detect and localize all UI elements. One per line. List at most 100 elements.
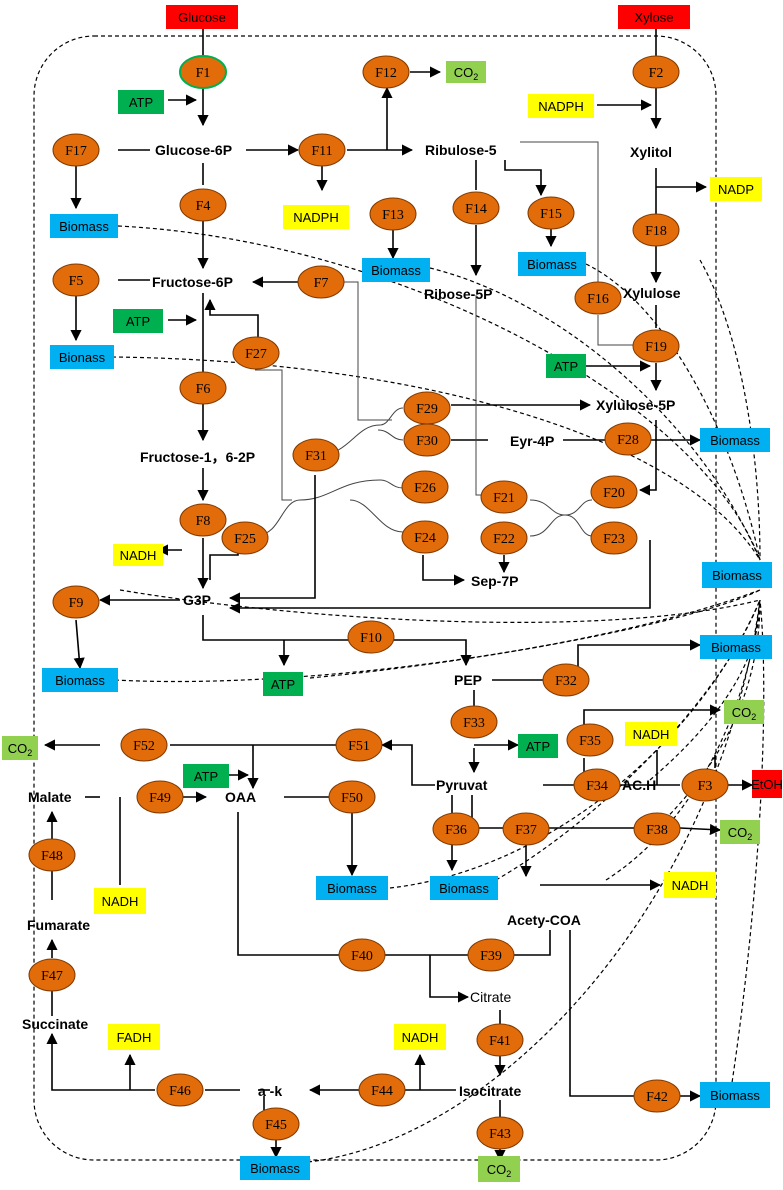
biomass-box-f42-bg [700, 1082, 770, 1108]
flux-f9-node [52, 585, 100, 619]
flux-f43-label: F43 [489, 1127, 511, 1142]
fadh-box-f46-label: FADH [117, 1030, 152, 1045]
co2-box-f52: CO2 [2, 736, 38, 760]
cell-boundary [33, 35, 717, 1161]
flux-f20-node [590, 475, 638, 509]
atp-box-f1: ATP [118, 90, 164, 114]
nadh-box-f3-bg [625, 722, 677, 746]
flux-f6-node [179, 371, 227, 405]
nadh-box-f49: NADH [94, 888, 146, 914]
biomass-box-right: Biomass [702, 562, 772, 588]
flux-f18-label: F18 [645, 224, 667, 239]
nadh-box-f8: NADH [113, 544, 163, 566]
glucose-box: Glucose [166, 5, 238, 29]
etoh-box-label: EtOH [751, 777, 783, 792]
flux-f28-label: F28 [617, 433, 639, 448]
biomass-box-f45-label: Biomass [250, 1161, 300, 1176]
atp-box-f19: ATP [546, 354, 586, 378]
metabolite-xylitol: Xylitol [630, 144, 672, 160]
flux-f40-label: F40 [351, 949, 373, 964]
flux-f48-label: F48 [41, 849, 63, 864]
flux-f11-node [298, 133, 346, 167]
flux-f17: F17 [52, 133, 100, 167]
flux-f5-node [52, 263, 100, 297]
atp-box-f6-label: ATP [126, 314, 150, 329]
flux-f51: F51 [335, 728, 383, 762]
metabolite-ach: AC.H [622, 777, 656, 793]
flux-f27: F27 [232, 336, 280, 370]
etoh-box: EtOH [751, 770, 783, 798]
co2-box-f43-label: CO2 [487, 1162, 512, 1179]
flux-f16-node [574, 281, 622, 315]
flux-f25-label: F25 [234, 532, 256, 547]
co2-box-f52-label: CO2 [8, 741, 33, 758]
atp-box-f1-bg [118, 90, 164, 114]
flux-f39-node [467, 938, 515, 972]
flux-f22: F22 [480, 521, 528, 555]
flux-f30-node [403, 423, 451, 457]
flux-f44: F44 [358, 1073, 406, 1107]
flux-f47-label: F47 [41, 969, 63, 984]
atp-box-f51: ATP [183, 764, 229, 788]
flux-f1: F1 [179, 55, 227, 89]
flux-f10-label: F10 [360, 631, 382, 646]
nadh-box-f3-label: NADH [633, 727, 670, 742]
flux-f50-label: F50 [341, 791, 363, 806]
flux-f2-node [632, 55, 680, 89]
metabolite-labels: Glucose-6P Ribulose-5 Xylitol Fructose-6… [22, 142, 681, 1099]
flux-f22-label: F22 [493, 532, 515, 547]
flux-f46-node [156, 1073, 204, 1107]
nadh-box-f37-bg [664, 872, 716, 898]
flux-f14-node [452, 191, 500, 225]
flux-f29: F29 [403, 391, 451, 425]
flux-f38-node [633, 812, 681, 846]
flux-f24-label: F24 [414, 531, 436, 546]
flux-f4-label: F4 [196, 199, 211, 214]
flux-f3-node [681, 768, 729, 802]
flux-f21-node [480, 480, 528, 514]
flux-f23-node [590, 521, 638, 555]
biomass-box-f50-label: Biomass [327, 881, 377, 896]
flux-f17-label: F17 [65, 144, 87, 159]
flux-f49: F49 [136, 780, 184, 814]
nadh-box-f44: NADH [394, 1024, 446, 1050]
atp-box-f10-label: ATP [271, 677, 295, 692]
flux-f34-node [573, 768, 621, 802]
metabolite-sep-7p: Sep-7P [471, 573, 518, 589]
atp-box-f51-bg [183, 764, 229, 788]
flux-f15-label: F15 [540, 207, 562, 222]
flux-f13: F13 [369, 197, 417, 231]
flux-f37: F37 [502, 812, 550, 846]
biomass-box-f17-bg [50, 214, 118, 238]
flux-f46-label: F46 [169, 1084, 191, 1099]
flux-f35: F35 [566, 723, 614, 757]
atp-box-f10: ATP [263, 672, 303, 696]
nadp-box-f18: NADP [710, 177, 762, 201]
flux-f28-node [604, 422, 652, 456]
flux-f10: F10 [347, 620, 395, 654]
flux-f21-label: F21 [493, 491, 515, 506]
metabolite-xylulose-5p: Xylulose-5P [596, 397, 675, 413]
flux-f18-node [632, 213, 680, 247]
biomass-box-f32-label: Biomass [711, 640, 761, 655]
biomass-box-f15-bg [518, 252, 586, 276]
biomass-box-f36-bg [430, 876, 498, 900]
flux-f27-node [232, 336, 280, 370]
flux-f8-node [179, 503, 227, 537]
flux-f31-label: F31 [305, 449, 327, 464]
nadph-box-f2: NADPH [528, 94, 594, 118]
flux-f33-label: F33 [463, 716, 485, 731]
flux-f26-label: F26 [414, 481, 436, 496]
glucose-box-label: Glucose [178, 10, 226, 25]
biomass-box-f42: Biomass [700, 1082, 770, 1108]
flux-f37-node [502, 812, 550, 846]
flux-f50-node [328, 780, 376, 814]
biomass-box-f15-label: Biomass [527, 257, 577, 272]
flux-f32-label: F32 [555, 674, 577, 689]
biomass-box-f28-bg [700, 428, 770, 452]
nadph-box-f2-bg [528, 94, 594, 118]
metabolite-glucose-6p: Glucose-6P [155, 142, 232, 158]
metabolite-xylulose: Xylulose [623, 285, 681, 301]
flux-f4-node [179, 188, 227, 222]
